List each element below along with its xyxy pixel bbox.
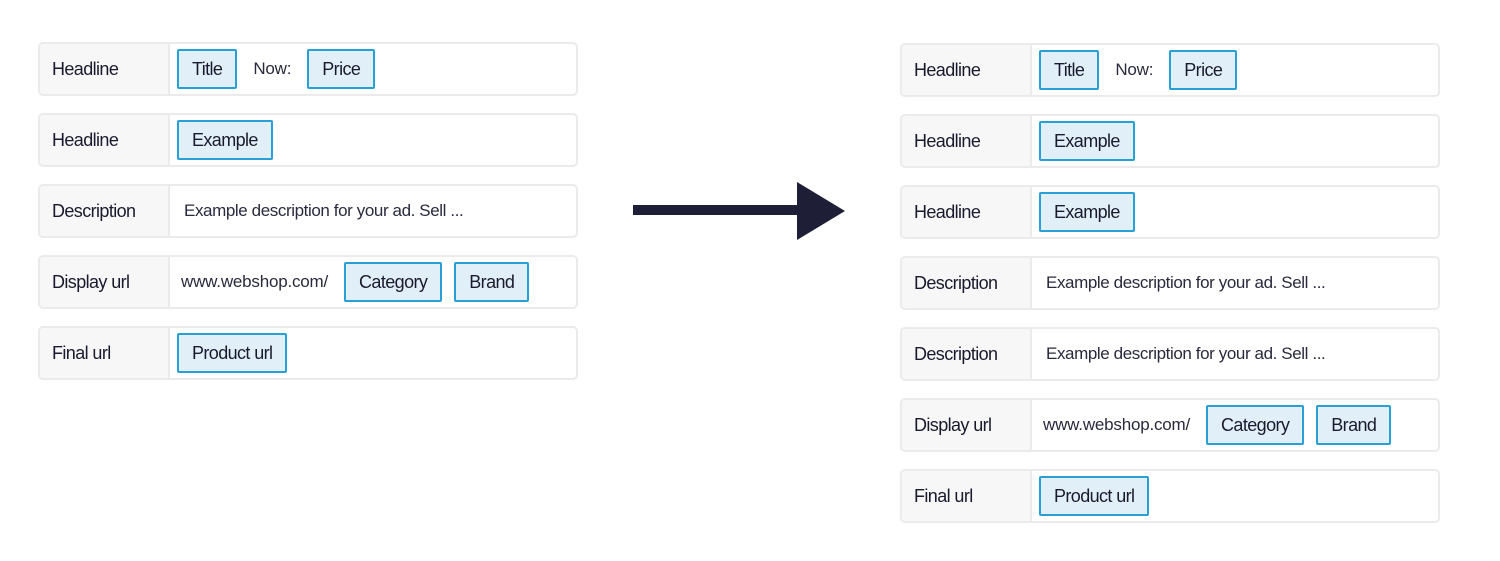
placeholder-chip-title[interactable]: Title	[1039, 50, 1100, 90]
field-label: Final url	[40, 328, 170, 378]
field-value: www.webshop.com/Category Brand	[1032, 400, 1438, 450]
field-value: Title Now: Price	[170, 44, 576, 94]
static-text: Now:	[253, 59, 292, 78]
field-label: Headline	[902, 187, 1032, 237]
right-arrow-icon	[633, 182, 845, 240]
field-row-description: Description Example description for your …	[900, 256, 1440, 310]
placeholder-chip-title[interactable]: Title	[177, 49, 238, 89]
field-value: www.webshop.com/Category Brand	[170, 257, 576, 307]
description-text: Example description for your ad. Sell ..…	[1046, 344, 1326, 363]
field-label: Description	[902, 329, 1032, 379]
placeholder-chip-product-url[interactable]: Product url	[1039, 476, 1150, 516]
placeholder-chip-brand[interactable]: Brand	[1316, 405, 1392, 445]
placeholder-chip-example[interactable]: Example	[1039, 121, 1135, 161]
field-label: Headline	[40, 44, 170, 94]
description-text: Example description for your ad. Sell ..…	[1046, 273, 1326, 292]
field-label: Description	[40, 186, 170, 236]
field-row-display-url: Display url www.webshop.com/Category Brand	[900, 398, 1440, 452]
field-row-display-url: Display url www.webshop.com/Category Brand	[38, 255, 578, 309]
field-value: Title Now: Price	[1032, 45, 1438, 95]
placeholder-chip-category[interactable]: Category	[344, 262, 443, 302]
field-value: Example	[1032, 116, 1438, 166]
placeholder-chip-price[interactable]: Price	[307, 49, 376, 89]
field-label: Display url	[902, 400, 1032, 450]
field-value: Example description for your ad. Sell ..…	[1032, 258, 1438, 308]
placeholder-chip-product-url[interactable]: Product url	[177, 333, 288, 373]
field-label: Headline	[902, 45, 1032, 95]
static-text: Now:	[1115, 60, 1154, 79]
static-text: www.webshop.com/	[1043, 415, 1191, 434]
field-label: Display url	[40, 257, 170, 307]
placeholder-chip-example[interactable]: Example	[177, 120, 273, 160]
field-value: Product url	[170, 328, 576, 378]
field-row-description: Description Example description for your …	[900, 327, 1440, 381]
static-text: www.webshop.com/	[181, 272, 329, 291]
field-row-description: Description Example description for your …	[38, 184, 578, 238]
placeholder-chip-category[interactable]: Category	[1206, 405, 1305, 445]
placeholder-chip-price[interactable]: Price	[1169, 50, 1238, 90]
field-value: Example description for your ad. Sell ..…	[170, 186, 576, 236]
field-label: Headline	[902, 116, 1032, 166]
placeholder-chip-brand[interactable]: Brand	[454, 262, 530, 302]
field-value: Example description for your ad. Sell ..…	[1032, 329, 1438, 379]
field-value: Example	[170, 115, 576, 165]
field-value: Product url	[1032, 471, 1438, 521]
description-text: Example description for your ad. Sell ..…	[184, 201, 464, 220]
field-label: Headline	[40, 115, 170, 165]
field-label: Final url	[902, 471, 1032, 521]
placeholder-chip-example[interactable]: Example	[1039, 192, 1135, 232]
field-label: Description	[902, 258, 1032, 308]
field-value: Example	[1032, 187, 1438, 237]
